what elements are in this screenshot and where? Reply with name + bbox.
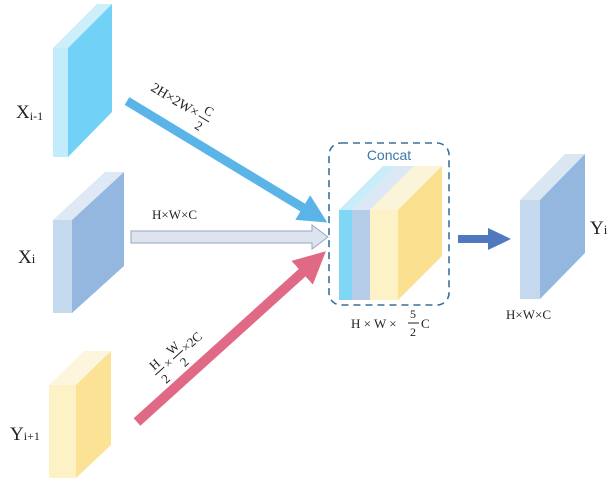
svg-text:C: C (201, 102, 216, 119)
label-output-y: Yi (590, 218, 608, 239)
label-x-cur: Xi (18, 247, 36, 268)
svg-text:2: 2 (158, 371, 173, 386)
input-block-y-next (49, 351, 111, 478)
label-y-next: Yi+1 (10, 424, 40, 445)
concat-title: Concat (367, 147, 411, 163)
svg-text:5: 5 (410, 307, 416, 321)
output-block-y (520, 154, 585, 299)
svg-text:H × W ×: H × W × (351, 316, 397, 331)
input-block-x-cur (53, 172, 124, 313)
label-output-dims: H×W×C (506, 307, 551, 322)
arrow-to-output (458, 228, 511, 250)
arrow-from-y-next (133, 251, 326, 426)
label-top-arrow-dims: 2H×2W× C 2 (148, 81, 217, 134)
label-middle-arrow-dims: H×W×C (152, 207, 197, 222)
svg-text:2: 2 (177, 354, 192, 369)
arrow-from-x-cur (130, 224, 329, 250)
input-block-x-prev (53, 4, 112, 157)
label-x-prev: Xi-1 (16, 102, 43, 123)
concat-dims: H × W × 5 2 C (351, 307, 430, 339)
concat-stack (339, 166, 442, 300)
svg-text:2: 2 (192, 118, 205, 134)
arrow-from-x-prev (124, 97, 328, 223)
label-bottom-arrow-dims: H 2 × W 2 ×2C (146, 329, 205, 387)
svg-text:C: C (421, 316, 430, 331)
svg-text:2: 2 (410, 325, 416, 339)
concat-box (328, 142, 450, 306)
